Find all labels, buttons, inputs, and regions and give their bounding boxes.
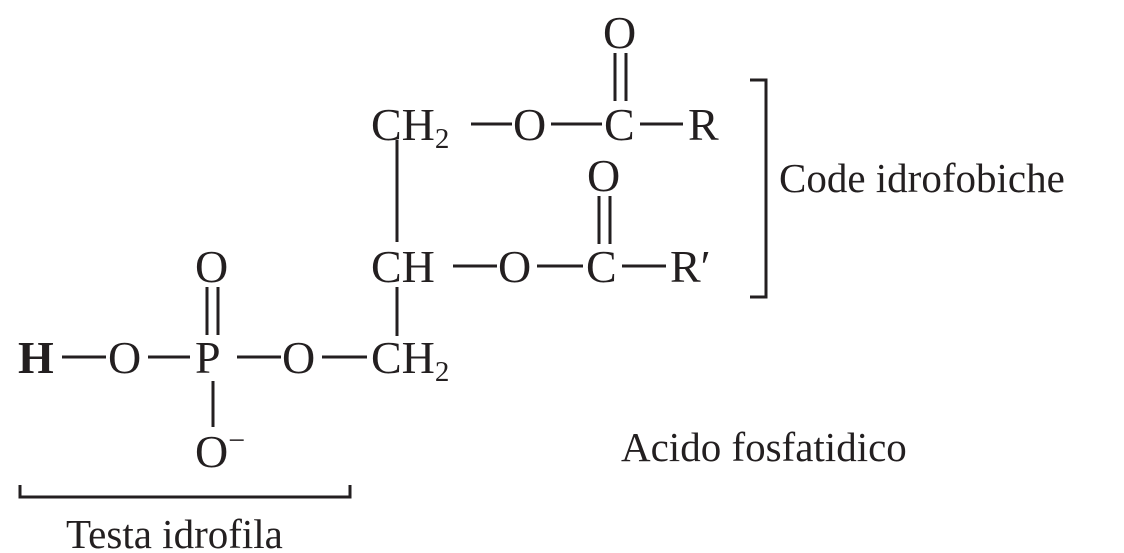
atom-r-prime: R′ [670, 241, 711, 292]
atom-ch2-bottom-subscript: 2 [435, 356, 450, 388]
atom-ch-mid: CH [371, 241, 435, 292]
head-bracket [18, 485, 352, 499]
atom-ch2-top-main: CH [371, 99, 435, 150]
atom-r-top: R [688, 99, 719, 150]
atom-c-carbonyl-top: C [604, 99, 635, 150]
atom-o-hydroxyl: O [108, 332, 141, 383]
atom-o-carbonyl-mid: O [587, 150, 620, 201]
atom-ch2-top-subscript: 2 [435, 123, 450, 155]
atom-p-phosphorus: P [195, 332, 221, 383]
tails-bracket [750, 78, 768, 299]
atom-o-bridge: O [282, 332, 315, 383]
atom-o-carbonyl-top: O [603, 7, 636, 58]
bonds [62, 53, 683, 427]
atom-ch2-bottom-main: CH [371, 332, 435, 383]
atom-c-carbonyl-mid: C [586, 241, 617, 292]
atom-o-anion-charge: − [228, 424, 245, 457]
atom-ch2-top: CH2 [371, 99, 449, 155]
atom-o-ester-mid: O [498, 241, 531, 292]
atom-o-phosphoryl: O [195, 241, 228, 292]
atom-o-ester-top: O [513, 99, 546, 150]
atoms: CH2 O C O R O CH O C R′ O H O P O CH2 O− [18, 7, 719, 477]
compound-label: Acido fosfatidico [621, 424, 907, 470]
tails-label: Code idrofobiche [779, 155, 1065, 201]
atom-h-acid: H [18, 332, 54, 383]
head-label: Testa idrofila [66, 511, 283, 553]
atom-o-anion-main: O [195, 426, 228, 477]
atom-ch2-bottom: CH2 [371, 332, 449, 388]
atom-o-anion: O− [195, 424, 245, 477]
